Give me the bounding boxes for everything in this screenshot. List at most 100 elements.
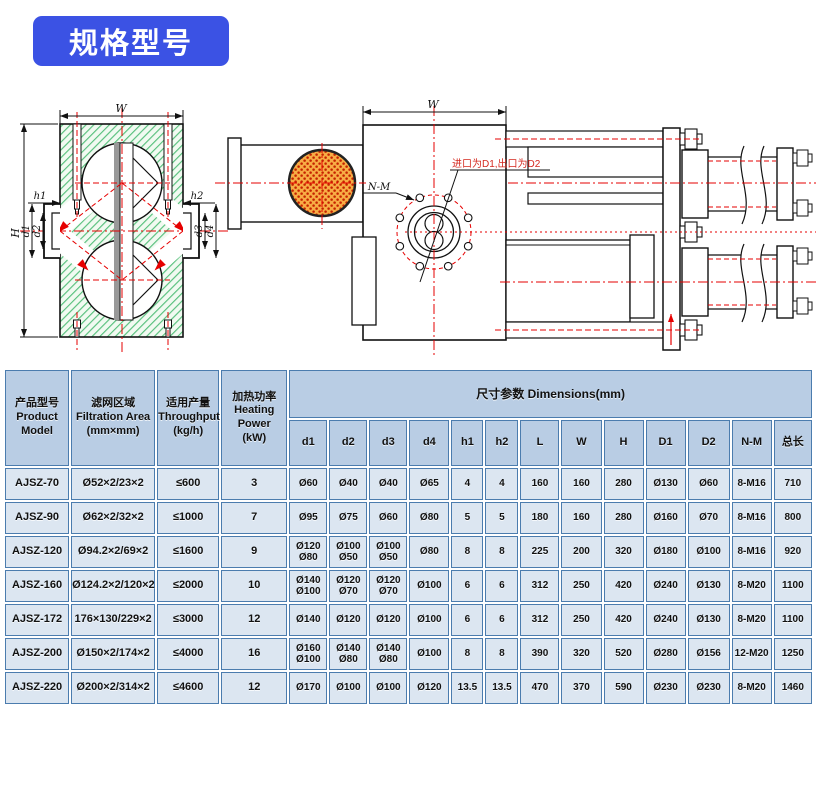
header-D1: D1 xyxy=(645,420,686,466)
header-h2: h2 xyxy=(485,420,519,466)
cell-dimension: 4 xyxy=(451,468,484,500)
hydraulic-cylinder-bottom xyxy=(681,243,813,323)
label-h2: h2 xyxy=(191,191,204,202)
cell-dimension: 370 xyxy=(561,672,602,704)
flange-bolt-holes xyxy=(395,193,473,271)
cell-dimension: Ø75 xyxy=(329,502,368,534)
header-row-groups: 产品型号 Product Model 滤网区域 Filtration Area … xyxy=(5,370,812,466)
cell-dimension: Ø170 xyxy=(289,672,328,704)
cell-dimension: 800 xyxy=(773,502,812,534)
cell-dimension: Ø120 Ø70 xyxy=(369,570,408,602)
label-port-note: 进口为D1,出口为D2 xyxy=(452,157,541,170)
side-view: W N-M 进口为D1,出口为D2 xyxy=(215,98,816,355)
cell-power: 7 xyxy=(221,502,288,534)
cell-filtration: Ø62×2/32×2 xyxy=(71,502,156,534)
cell-dimension: Ø120 Ø80 xyxy=(289,536,328,568)
cell-dimension: 312 xyxy=(520,604,560,636)
cell-filtration: Ø94.2×2/69×2 xyxy=(71,536,156,568)
cell-dimension: 4 xyxy=(485,468,519,500)
cell-throughput: ≤1600 xyxy=(157,536,220,568)
header-d1: d1 xyxy=(289,420,328,466)
header-L: L xyxy=(520,420,560,466)
label-bolt-note: N-M xyxy=(367,182,391,193)
cell-dimension: 8-M20 xyxy=(731,604,772,636)
cell-dimension: 420 xyxy=(603,604,644,636)
cell-throughput: ≤4600 xyxy=(157,672,220,704)
label-front-height: H xyxy=(9,228,22,239)
cell-dimension: 8 xyxy=(451,638,484,670)
label-front-width: W xyxy=(115,102,128,115)
cell-filtration: 176×130/229×2 xyxy=(71,604,156,636)
header-dimensions-group: 尺寸参数 Dimensions(mm) xyxy=(289,370,812,418)
header-D2: D2 xyxy=(687,420,730,466)
cell-dimension: Ø160 Ø100 xyxy=(289,638,328,670)
label-h1: h1 xyxy=(34,191,47,202)
cell-dimension: 8-M16 xyxy=(731,502,772,534)
cell-model: AJSZ-160 xyxy=(5,570,70,602)
cell-dimension: 6 xyxy=(451,570,484,602)
spec-table: 产品型号 Product Model 滤网区域 Filtration Area … xyxy=(3,368,814,706)
cell-dimension: Ø240 xyxy=(645,604,686,636)
cell-throughput: ≤2000 xyxy=(157,570,220,602)
cell-dimension: 6 xyxy=(485,604,519,636)
cell-dimension: Ø120 xyxy=(369,604,408,636)
header-N-M: N-M xyxy=(731,420,772,466)
cell-dimension: 8 xyxy=(485,638,519,670)
cell-filtration: Ø150×2/174×2 xyxy=(71,638,156,670)
cell-dimension: 8 xyxy=(485,536,519,568)
cell-model: AJSZ-172 xyxy=(5,604,70,636)
header-total-length: 总长 xyxy=(773,420,812,466)
cell-dimension: 160 xyxy=(561,468,602,500)
cell-dimension: 8-M16 xyxy=(731,536,772,568)
cell-dimension: Ø130 xyxy=(687,570,730,602)
cell-power: 12 xyxy=(221,672,288,704)
header-W: W xyxy=(561,420,602,466)
cell-dimension: Ø60 xyxy=(687,468,730,500)
cell-dimension: Ø100 Ø50 xyxy=(369,536,408,568)
header-H: H xyxy=(603,420,644,466)
cell-dimension: Ø120 Ø70 xyxy=(329,570,368,602)
technical-drawing: W H h1 h2 d1 d2 d3 d4 xyxy=(9,98,816,355)
cell-dimension: Ø230 xyxy=(645,672,686,704)
header-row-dims: d1 d2 d3 d4 h1 h2 L W H D1 D2 N-M 总长 xyxy=(5,420,812,466)
hydraulic-cylinder-top xyxy=(681,145,813,225)
cell-dimension: Ø140 Ø80 xyxy=(329,638,368,670)
cell-dimension: 420 xyxy=(603,570,644,602)
cell-dimension: 920 xyxy=(773,536,812,568)
cell-dimension: Ø140 Ø100 xyxy=(289,570,328,602)
cell-power: 9 xyxy=(221,536,288,568)
cell-dimension: Ø120 xyxy=(409,672,450,704)
cell-throughput: ≤1000 xyxy=(157,502,220,534)
cell-dimension: Ø65 xyxy=(409,468,450,500)
front-section-view: W H h1 h2 d1 d2 d3 d4 xyxy=(9,102,228,352)
cell-dimension: Ø240 xyxy=(645,570,686,602)
cell-dimension: 1100 xyxy=(773,604,812,636)
header-h1: h1 xyxy=(451,420,484,466)
cell-filtration: Ø200×2/314×2 xyxy=(71,672,156,704)
cell-dimension: Ø100 xyxy=(409,570,450,602)
cell-dimension: 390 xyxy=(520,638,560,670)
cell-dimension: 6 xyxy=(485,570,519,602)
cell-dimension: 225 xyxy=(520,536,560,568)
cell-dimension: 13.5 xyxy=(451,672,484,704)
cell-dimension: Ø140 Ø80 xyxy=(369,638,408,670)
cell-dimension: Ø40 xyxy=(369,468,408,500)
cell-model: AJSZ-120 xyxy=(5,536,70,568)
cell-dimension: 312 xyxy=(520,570,560,602)
cell-dimension: 280 xyxy=(603,468,644,500)
cell-model: AJSZ-70 xyxy=(5,468,70,500)
cell-dimension: Ø80 xyxy=(409,502,450,534)
header-throughput: 适用产量 Throughput (kg/h) xyxy=(157,370,220,466)
cell-dimension: 180 xyxy=(520,502,560,534)
cell-dimension: Ø280 xyxy=(645,638,686,670)
cell-dimension: 320 xyxy=(603,536,644,568)
header-heating-power: 加热功率 Heating Power (kW) xyxy=(221,370,288,466)
cell-dimension: Ø230 xyxy=(687,672,730,704)
cell-filtration: Ø124.2×2/120×2 xyxy=(71,570,156,602)
